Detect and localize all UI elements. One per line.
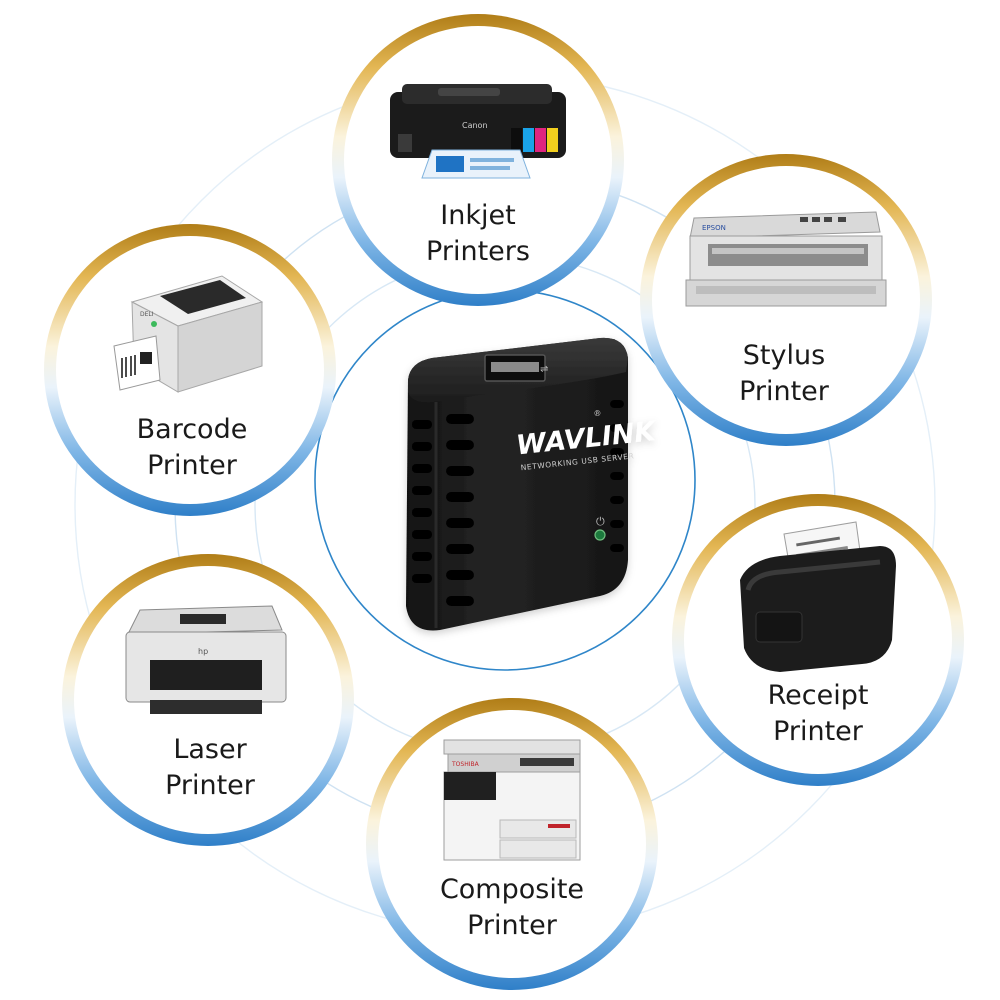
- inkjet-printer-icon: Canon: [390, 84, 566, 179]
- svg-text:hp: hp: [198, 647, 208, 656]
- bubble-laser: hp Laser Printer: [62, 554, 354, 846]
- svg-text:DELI: DELI: [140, 311, 154, 318]
- bubble-stylus: EPSON Stylus Printer: [640, 154, 932, 446]
- laser-printer-icon: hp: [125, 605, 287, 714]
- power-symbol: ⏻: [596, 515, 605, 528]
- svg-text:EPSON: EPSON: [702, 224, 726, 232]
- bubble-composite: TOSHIBA Composite Printer: [366, 698, 658, 990]
- laser-label-line2: Printer: [165, 770, 256, 801]
- bubble-inkjet: Canon Inkjet Printers: [332, 14, 624, 306]
- barcode-label-line2: Printer: [147, 450, 238, 481]
- svg-text:Canon: Canon: [462, 121, 488, 130]
- receipt-label-line1: Receipt: [768, 680, 869, 711]
- composite-printer-icon: TOSHIBA: [443, 739, 581, 861]
- composite-label-line1: Composite: [440, 874, 584, 905]
- stylus-label-line1: Stylus: [743, 340, 825, 371]
- barcode-printer-icon: DELI: [113, 275, 264, 393]
- bubble-barcode: DELI Barcode Printer: [44, 224, 336, 516]
- receipt-printer-icon: [740, 521, 896, 672]
- stylus-label-line2: Printer: [739, 376, 830, 407]
- composite-label-line2: Printer: [467, 910, 558, 941]
- laser-label-line1: Laser: [173, 734, 247, 765]
- inkjet-label-line1: Inkjet: [440, 200, 515, 231]
- inkjet-label-line2: Printers: [426, 236, 530, 267]
- usb-icon: ⇌: [540, 364, 548, 375]
- usb-port: ⇌: [484, 354, 548, 382]
- usb-print-server-device: ⇌ WAVLINK ® NETWORKING USB SERVER ⏻: [406, 337, 659, 631]
- svg-text:TOSHIBA: TOSHIBA: [451, 761, 480, 768]
- barcode-label-line1: Barcode: [137, 414, 248, 445]
- receipt-label-line2: Printer: [773, 716, 864, 747]
- brand-registered-mark: ®: [593, 409, 602, 419]
- stylus-printer-icon: EPSON: [685, 211, 887, 307]
- bubble-receipt: Receipt Printer: [672, 494, 964, 786]
- power-led: [594, 529, 606, 541]
